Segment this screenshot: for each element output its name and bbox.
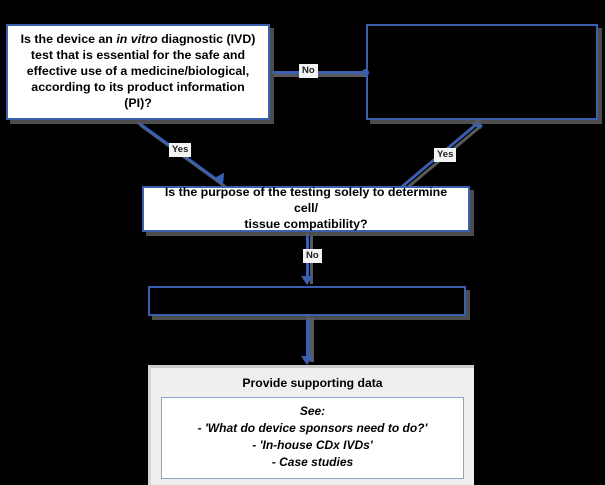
cell-tissue-line1: Is the purpose of the testing solely to …	[164, 185, 448, 216]
ivd-line1-part2: diagnostic (IVD)	[157, 32, 256, 47]
supporting-data-title: Provide supporting data	[242, 376, 383, 390]
supporting-data-line: See:	[299, 404, 326, 418]
arrowhead-empty-middle-to-panel	[301, 356, 313, 365]
supporting-data-box: See: - 'What do device sponsors need to …	[161, 397, 464, 480]
edge-label-no-cell-tissue-to-empty-middle: No	[303, 249, 322, 263]
node-ivd-question-text: Is the device an in vitro diagnostic (IV…	[8, 32, 268, 111]
ivd-line3: effective use of a medicine/biological,	[26, 64, 250, 79]
cell-tissue-line2: tissue compatibility?	[244, 216, 368, 231]
supporting-data-panel: Provide supporting data See: - 'What do …	[148, 365, 474, 485]
ivd-line1-italic: in vitro	[116, 32, 158, 47]
arrowhead-cell-tissue-to-empty-middle	[301, 276, 313, 285]
node-empty-top-right[interactable]	[366, 24, 598, 120]
node-cell-tissue-question-text: Is the purpose of the testing solely to …	[144, 185, 468, 233]
supporting-data-line: - Case studies	[271, 455, 354, 470]
ivd-line1-part1: Is the device an	[20, 32, 117, 47]
connector-ivd-to-top-right	[272, 71, 366, 74]
ivd-line4: according to its product information (PI…	[31, 79, 245, 110]
edge-label-yes-ivd-to-cell-tissue: Yes	[169, 143, 192, 157]
node-cell-tissue-question[interactable]: Is the purpose of the testing solely to …	[142, 185, 470, 233]
connector-endpoint-dot	[362, 69, 369, 76]
ivd-line2: test that is essential for the safe and	[30, 48, 246, 63]
connector-ivd-to-top-right-shadow	[274, 74, 368, 77]
connector-empty-middle-to-panel	[306, 316, 310, 358]
edge-label-no-ivd-to-top-right: No	[299, 64, 318, 78]
edge-label-yes-cell-tissue-to-top-right: Yes	[434, 148, 457, 162]
node-ivd-question[interactable]: Is the device an in vitro diagnostic (IV…	[6, 24, 270, 120]
node-empty-middle[interactable]	[148, 286, 466, 316]
connector-empty-middle-to-panel-shadow	[310, 318, 314, 362]
supporting-data-line: - 'What do device sponsors need to do?'	[197, 421, 428, 436]
supporting-data-line: - 'In-house CDx IVDs'	[252, 438, 373, 453]
